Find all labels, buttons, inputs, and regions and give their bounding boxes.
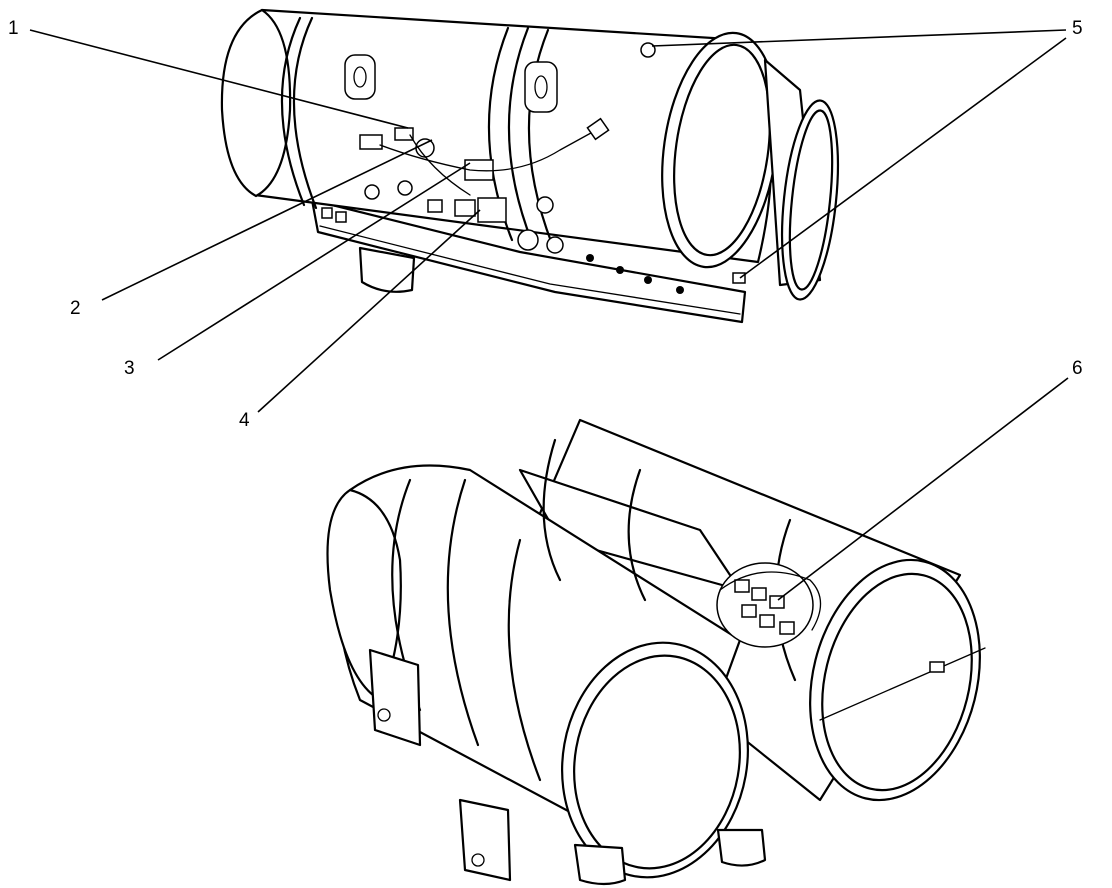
leader-line-1 [29, 29, 409, 129]
upper-aftertreatment-assembly [220, 8, 839, 324]
callout-5: 5 [1072, 18, 1083, 39]
leader-line-3 [157, 162, 471, 361]
leader-line-4 [257, 209, 481, 413]
leader-line-2 [101, 139, 433, 301]
leader-line-5b [739, 37, 1067, 279]
callout-4: 4 [239, 410, 250, 431]
lower-aftertreatment-assembly [326, 418, 986, 886]
leader-line-5a [651, 29, 1067, 47]
callout-6: 6 [1072, 358, 1083, 379]
callout-1: 1 [8, 18, 19, 39]
callout-2: 2 [70, 298, 81, 319]
sensor-harness-upper [321, 42, 746, 294]
callout-3: 3 [124, 358, 135, 379]
leader-line-6 [777, 377, 1069, 601]
sensor-harness-lower [716, 562, 986, 721]
